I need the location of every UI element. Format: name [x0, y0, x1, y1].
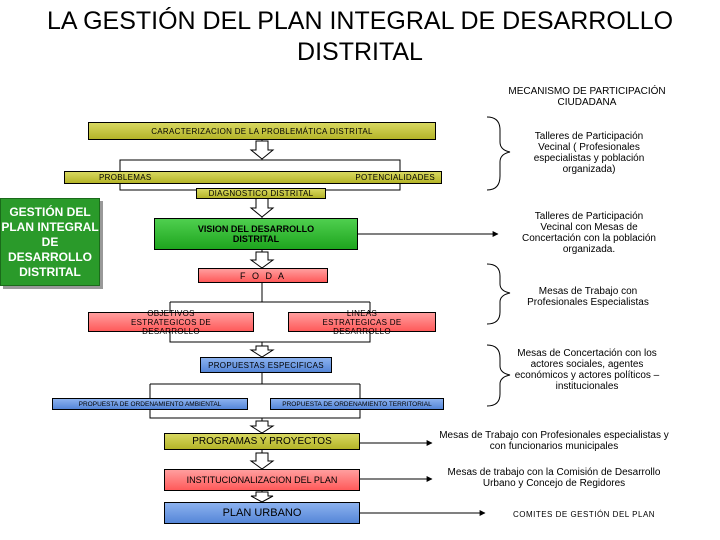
- connector: [149, 383, 361, 398]
- ord-ambiental-box: PROPUESTA DE ORDENAMIENTO AMBIENTAL: [52, 398, 248, 410]
- brace: [486, 344, 511, 407]
- diagnostico-box: DIAGNOSTICO DISTRITAL: [196, 188, 326, 199]
- participation-item: Mesas de Trabajo con Profesionales Espec…: [527, 286, 649, 308]
- vision-box: VISION DEL DESARROLLO DISTRITAL: [154, 218, 358, 250]
- objetivos-box: OBJETIVOS ESTRATEGICOS DE DESARROLLO: [88, 309, 254, 336]
- institucionalizacion-box: INSTITUCIONALIZACION DEL PLAN: [164, 469, 360, 491]
- programas-box: PROGRAMAS Y PROYECTOS: [164, 433, 360, 450]
- participation-item: COMITES DE GESTIÓN DEL PLAN: [512, 510, 656, 519]
- down-arrow: [249, 452, 275, 470]
- gestion-side-box: GESTIÓN DEL PLAN INTEGRAL DE DESARROLLO …: [0, 198, 100, 286]
- brace: [486, 116, 511, 191]
- title-line-2: DISTRITAL: [297, 38, 423, 66]
- participation-heading: MECANISMO DE PARTICIPACIÓN CIUDADANA: [508, 86, 666, 108]
- title-line-1: LA GESTIÓN DEL PLAN INTEGRAL DE DESARROL…: [46, 7, 674, 35]
- participation-item: Mesas de Concertación con los actores so…: [514, 348, 660, 392]
- down-arrow: [249, 251, 275, 269]
- down-arrow: [249, 140, 275, 160]
- participation-item: Mesas de trabajo con la Comisión de Desa…: [447, 467, 661, 489]
- participation-item: Talleres de Participación Vecinal ( Prof…: [533, 131, 645, 175]
- down-arrow: [249, 195, 275, 218]
- down-arrow: [250, 491, 274, 503]
- lineas-box: LINEAS ESTRATEGICAS DE DESARROLLO: [288, 309, 436, 336]
- down-arrow: [249, 420, 275, 434]
- connector: [169, 302, 371, 312]
- problemas-label: PROBLEMAS: [99, 173, 152, 182]
- connector: [119, 159, 401, 171]
- connector: [149, 410, 361, 419]
- potencialidades-label: POTENCIALIDADES: [355, 173, 435, 182]
- problemas-potencialidades-box: PROBLEMAS POTENCIALIDADES: [64, 171, 442, 184]
- foda-box: F O D A: [198, 268, 328, 283]
- connector: [169, 332, 371, 343]
- ord-territorial-box: PROPUESTA DE ORDENAMIENTO TERRITORIAL: [270, 398, 444, 410]
- participation-item: Mesas de Trabajo con Profesionales espec…: [439, 430, 669, 452]
- participation-item: Talleres de Participación Vecinal con Me…: [522, 211, 656, 255]
- propuestas-box: PROPUESTAS ESPECIFICAS: [200, 357, 332, 373]
- caracterizacion-box: CARACTERIZACION DE LA PROBLEMÁTICA DISTR…: [88, 122, 436, 140]
- plan-urbano-box: PLAN URBANO: [164, 502, 360, 524]
- page-title: LA GESTIÓN DEL PLAN INTEGRAL DE DESARROL…: [0, 6, 720, 68]
- down-arrow: [249, 345, 275, 358]
- brace: [486, 263, 511, 325]
